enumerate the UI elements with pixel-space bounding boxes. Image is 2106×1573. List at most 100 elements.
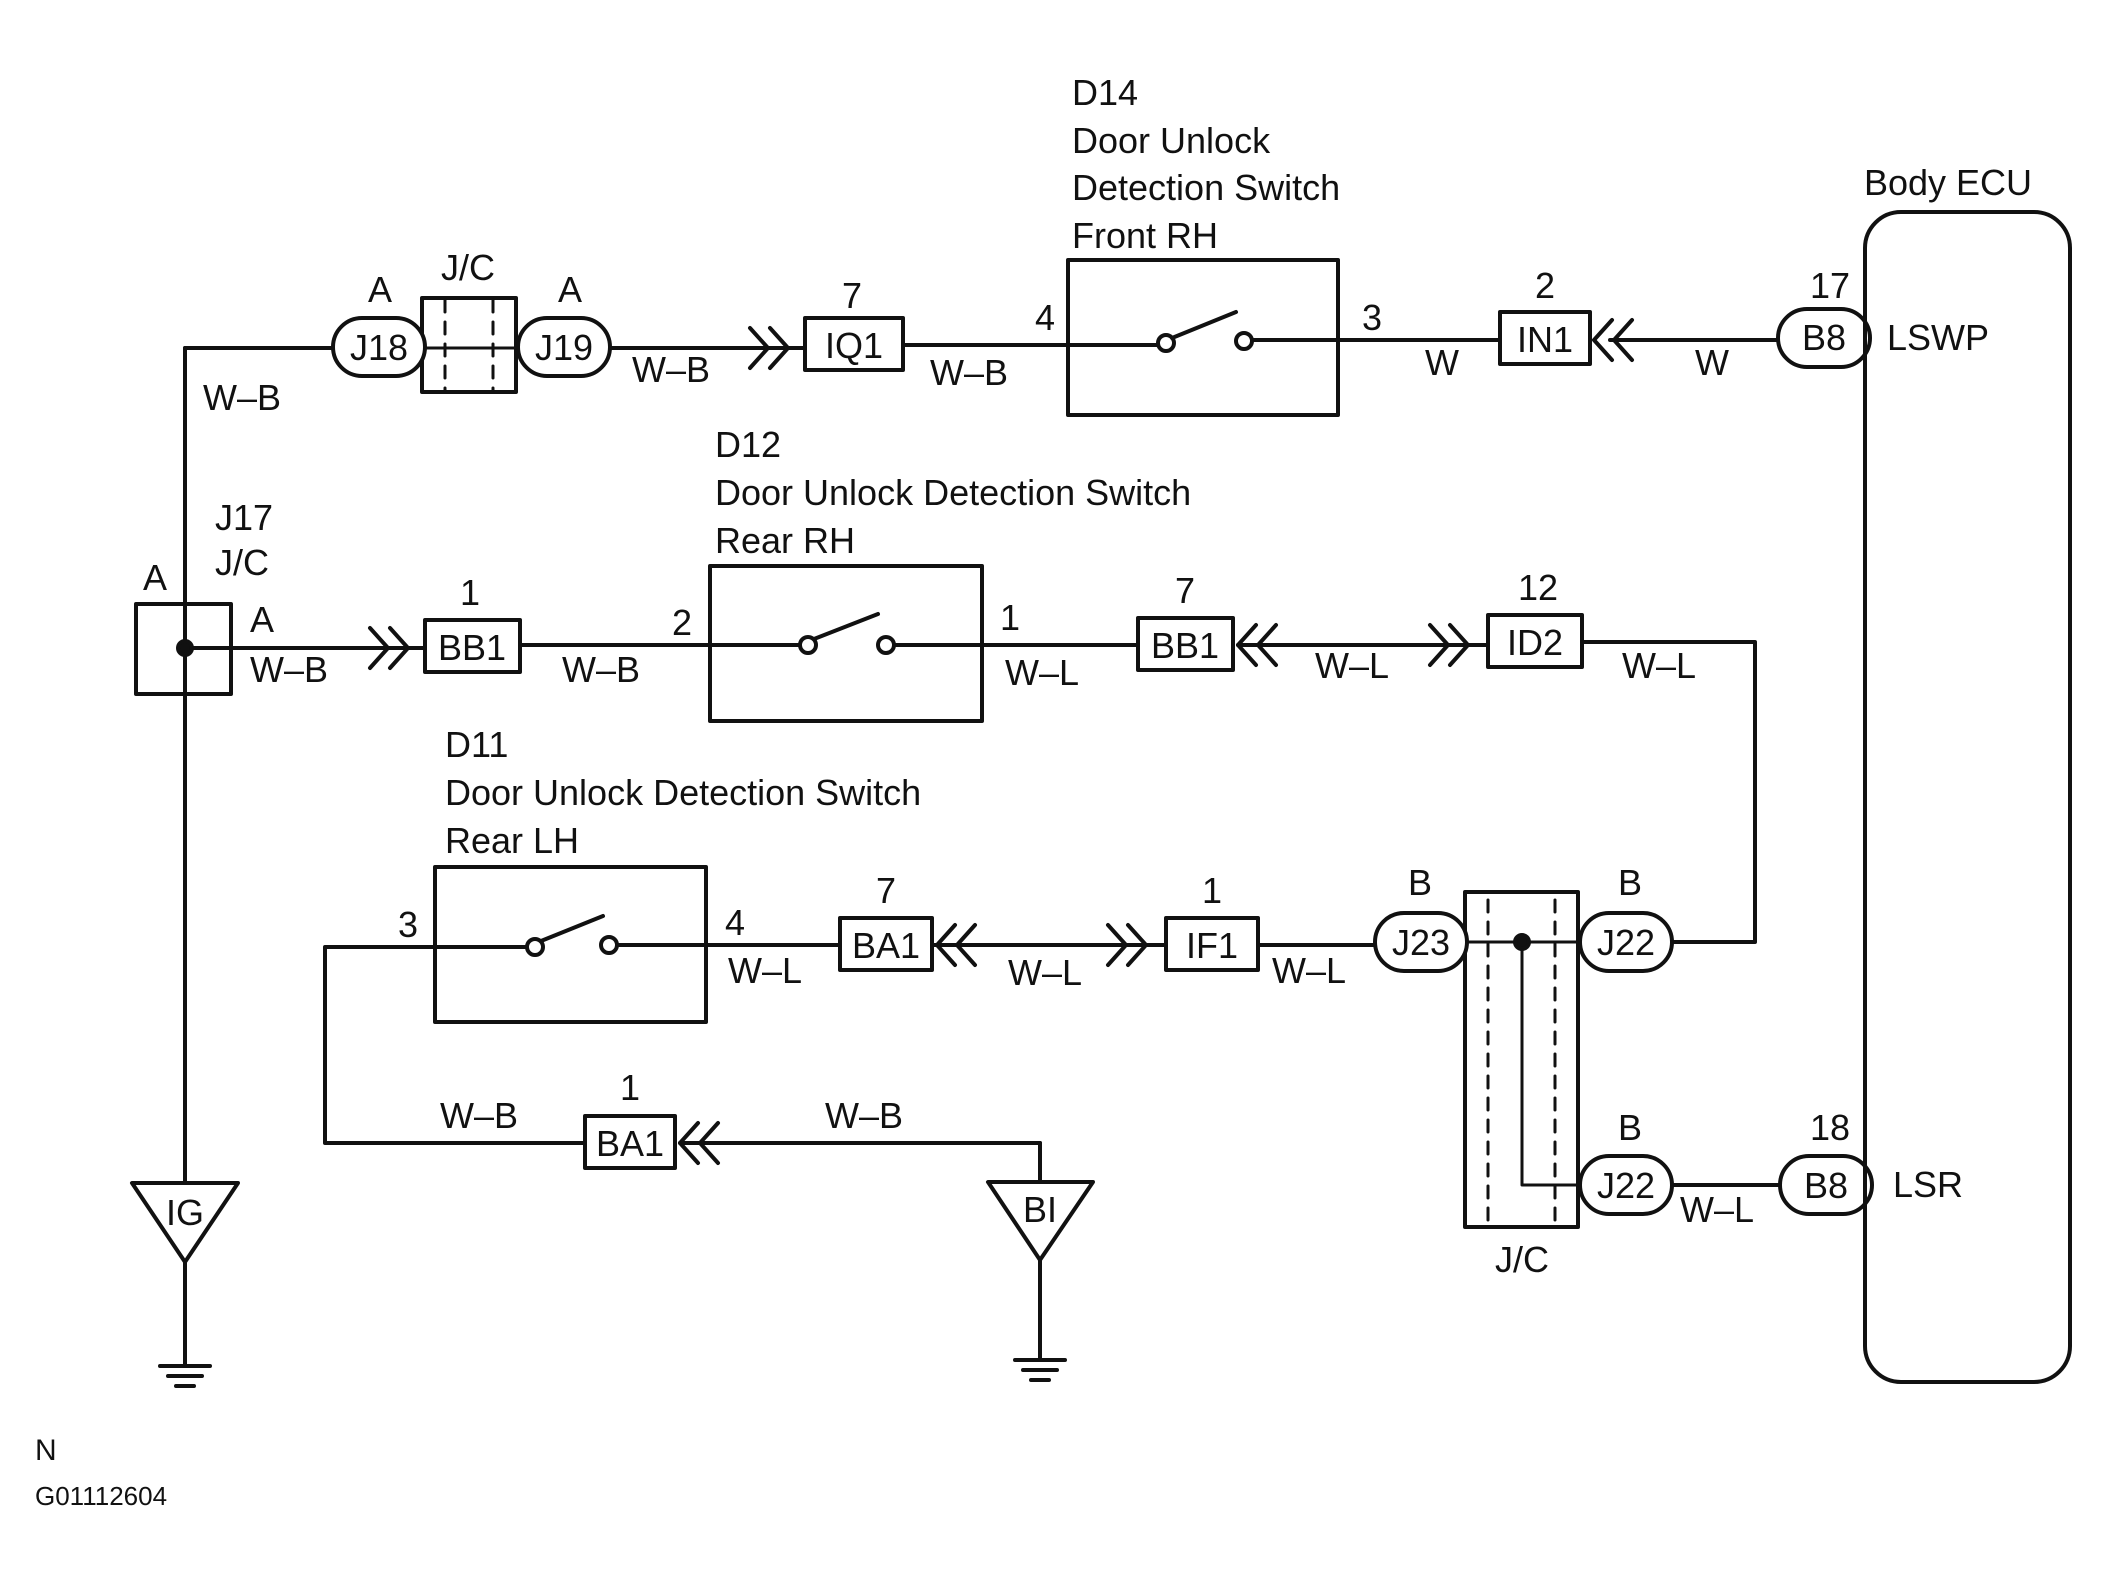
wire-label-top-left-vertical: W–B [203,377,281,418]
jc-bottom-pin-left: B [1408,862,1432,903]
chevron-id2-2-icon [1448,623,1470,667]
connector-if1-pin: 1 [1202,870,1222,911]
connector-in1 [1498,310,1592,366]
chevron-bb1-b-2-icon [1256,623,1278,667]
switch-d14-box [1066,258,1340,417]
switch-d14-name-3: Front RH [1072,215,1218,256]
j17-node [176,639,194,657]
wire-label-low-d11-ba1: W–L [728,950,802,991]
chevron-if1-1-icon [1106,923,1128,967]
wire-label-low-if1-j23: W–L [1272,950,1346,991]
switch-d14-pin-right: 3 [1362,297,1382,338]
connector-j23 [1373,911,1469,973]
wire-label-mid-d12-bb1: W–L [1005,652,1079,693]
connector-id2 [1486,613,1584,669]
chevron-ba1-b-2-icon [698,1121,720,1165]
jc-bottom-box [1463,890,1580,1229]
chevron-ba1-a-1-icon [935,923,957,967]
j17-pin-right: A [250,599,274,640]
chevron-iq1-1-icon [748,326,770,370]
wire-id2-j22 [1580,640,1757,944]
switch-d12-pin-left: 2 [672,602,692,643]
jc-bottom-pin-right-top: B [1618,862,1642,903]
wire-label-bottom-d11-ba1: W–B [440,1095,518,1136]
ig-label: IG [166,1192,204,1233]
switch-d12-name-1: Door Unlock Detection Switch [715,472,1191,513]
j17-junction: J17 J/C A A [134,497,274,696]
bi-triangle-icon [986,1180,1095,1262]
wire-label-bottom-ba1-bi: W–B [825,1095,903,1136]
wire-label-mid-id2-j22: W–L [1622,645,1696,686]
connector-ba1-a-pin: 7 [876,870,896,911]
switch-d14-name-2: Detection Switch [1072,167,1340,208]
inline-connectors: IQ1 7 IN1 2 BB1 1 BB1 7 ID2 12 BA1 7 [368,265,1634,1170]
connector-in1-pin: 2 [1535,265,1555,306]
connector-iq1-label: IQ1 [825,325,883,366]
switch-d14-contact-left [1156,333,1176,353]
connector-id2-label: ID2 [1507,622,1563,663]
jc-top-pin-right: A [558,269,582,310]
chevron-bb1-a-1-icon [368,626,390,670]
oval-connectors: J18 J19 B8 17 J23 J22 J22 B8 18 [331,265,1874,1216]
switch-d11-pin-right: 4 [725,902,745,943]
connector-ba1-a [838,916,934,972]
switch-d14-pin-left: 4 [1035,297,1055,338]
connector-j22-bottom [1578,1154,1674,1216]
bi-label: BI [1023,1189,1057,1230]
connector-in1-label: IN1 [1517,319,1573,360]
connector-j22-bottom-label: J22 [1597,1165,1655,1206]
switch-d12-contact-right [876,635,896,655]
footer-marker: N [35,1434,57,1467]
connector-if1 [1164,916,1260,972]
chevron-bb1-b-1-icon [1236,623,1258,667]
wire-d11-left [323,945,587,1145]
switch-d12-contact-left [798,635,818,655]
switch-d11-contact-left [525,937,545,957]
chevron-ba1-b-1-icon [678,1121,700,1165]
connector-b8-top-label: B8 [1802,317,1846,358]
switch-d14-name-1: Door Unlock [1072,120,1271,161]
connector-if1-label: IF1 [1186,925,1238,966]
switch-d12: D12 Door Unlock Detection Switch Rear RH… [672,424,1191,723]
connector-j22-top-label: J22 [1597,922,1655,963]
connector-j18-label: J18 [350,327,408,368]
chevron-if1-2-icon [1126,923,1148,967]
wire-label-top-d14-in1: W [1425,342,1459,383]
connector-b8-top-pin: 17 [1810,265,1850,306]
ig-triangle-icon [130,1181,240,1264]
footer-figure-id: G01112604 [35,1481,167,1511]
switch-d12-blade [812,612,880,641]
wire-label-top-j19-iq1: W–B [632,349,710,390]
connector-ba1-a-label: BA1 [852,925,920,966]
connector-bb1-b-pin: 7 [1175,570,1195,611]
connector-iq1 [803,316,905,372]
switch-d11: D11 Door Unlock Detection Switch Rear LH… [398,724,921,1024]
j17-code: J17 [215,497,273,538]
switch-d11-pin-left: 3 [398,904,418,945]
connector-bb1-b [1136,616,1235,672]
body-ecu-terminal-lswp: LSWP [1887,317,1989,358]
j17-box [134,602,233,696]
body-ecu-terminal-lsr: LSR [1893,1164,1963,1205]
connector-ba1-b-pin: 1 [620,1067,640,1108]
connector-j22-top [1578,911,1674,973]
connector-b8-bottom-label: B8 [1804,1165,1848,1206]
jc-bottom-label: J/C [1495,1239,1549,1280]
switch-d11-name-2: Rear LH [445,820,579,861]
connector-ba1-b [583,1114,677,1170]
wire-label-mid-bb1-id2: W–L [1315,645,1389,686]
chevron-iq1-2-icon [768,326,790,370]
wire-label-top-in1-b8: W [1695,342,1729,383]
ground-bi: BI [986,1180,1095,1382]
connector-j19-label: J19 [535,327,593,368]
wire-label-low-ba1-if1: W–L [1008,952,1082,993]
connector-bb1-a [423,618,522,674]
connector-j18 [331,316,427,378]
switch-d14-blade [1170,310,1238,340]
connector-b8-bottom [1778,1154,1874,1216]
body-ecu-title: Body ECU [1864,162,2032,203]
connector-j19 [516,316,612,378]
chevron-bb1-a-2-icon [388,626,410,670]
wire-label-top-iq1-d14: W–B [930,352,1008,393]
